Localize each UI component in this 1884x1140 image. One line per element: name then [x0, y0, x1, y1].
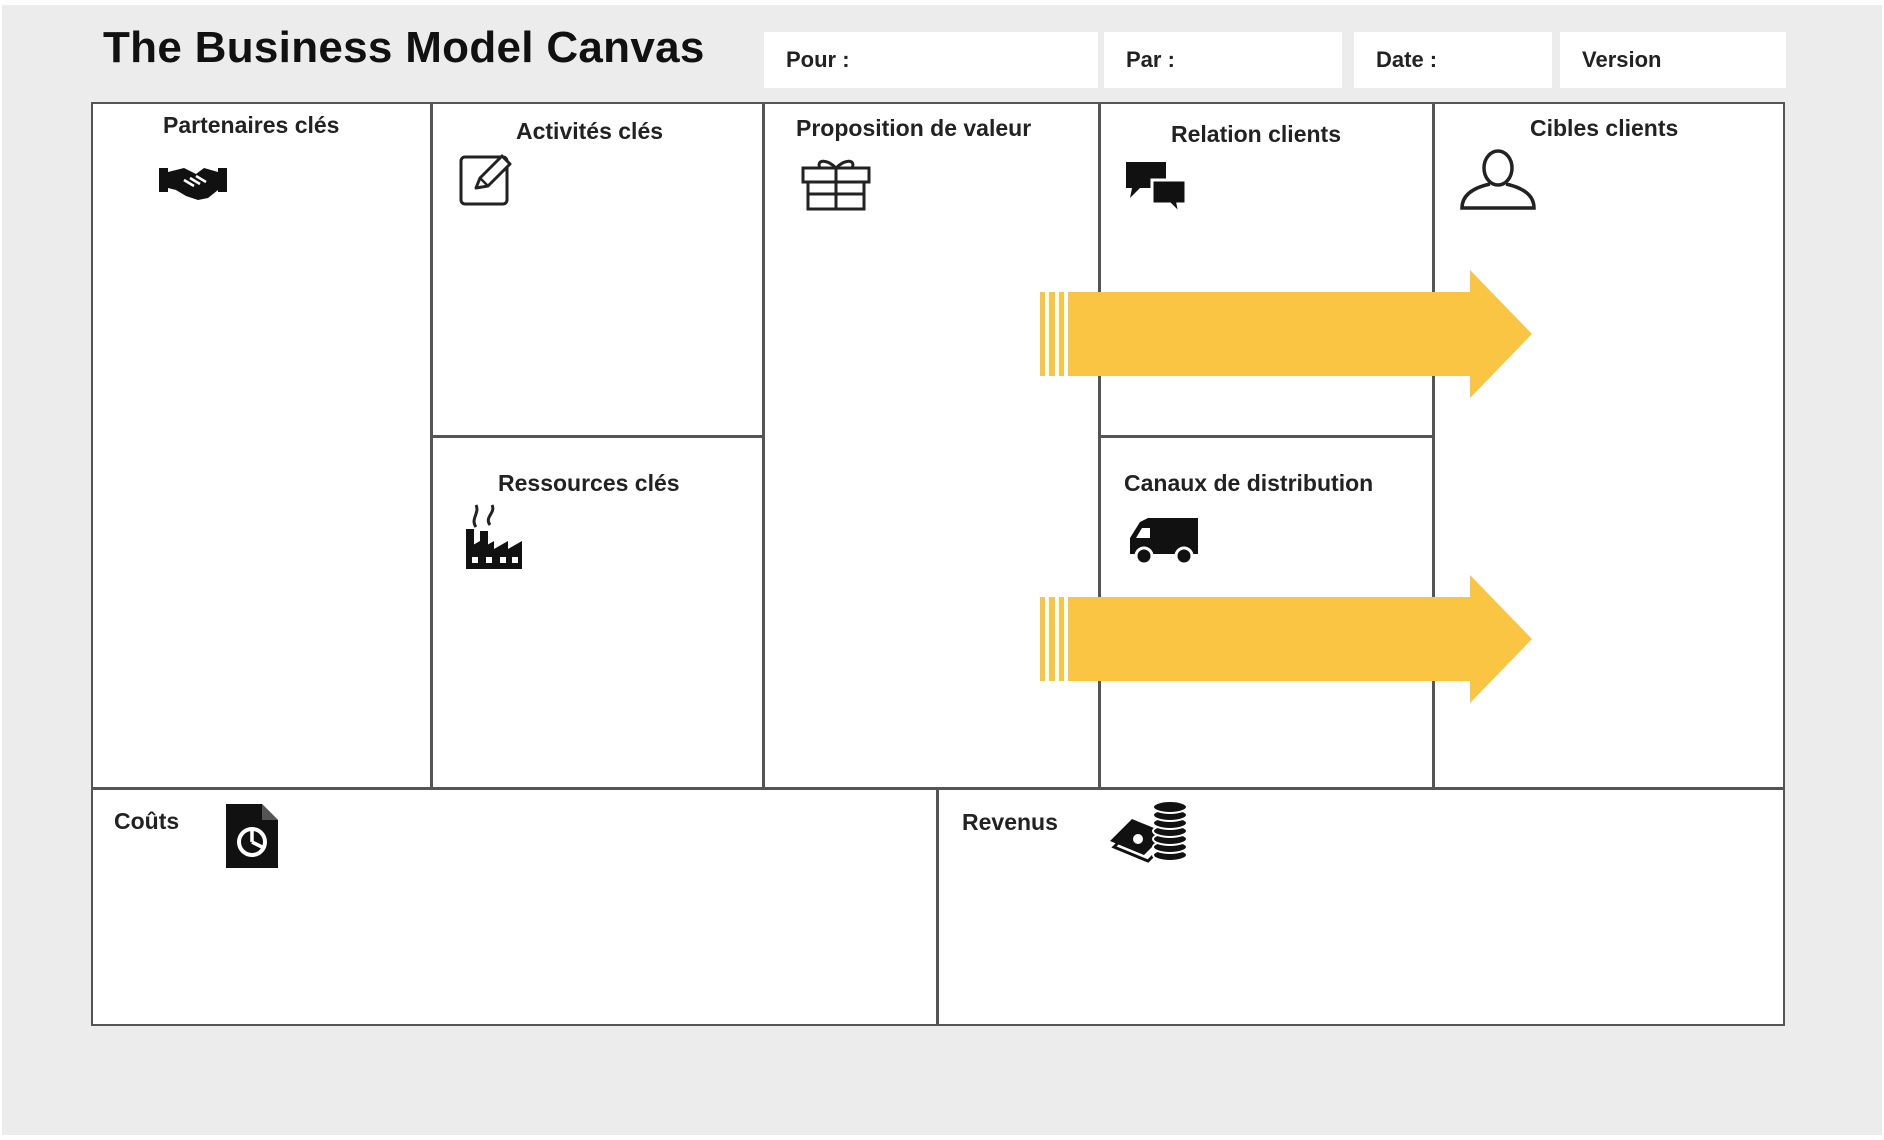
factory-icon: [462, 503, 526, 569]
pencil-note-icon: [458, 150, 516, 208]
canaux-label: Canaux de distribution: [1124, 470, 1374, 496]
divider-relation-cibles: [1432, 103, 1435, 789]
activites-label: Activités clés: [516, 118, 664, 144]
handshake-icon: [158, 160, 228, 204]
delivery-truck-icon: [1126, 516, 1200, 566]
par-field[interactable]: Par :: [1104, 32, 1342, 88]
divider-relation-canaux: [1099, 435, 1434, 438]
speech-bubbles-icon: [1122, 158, 1190, 218]
divider-couts-revenus: [936, 788, 939, 1024]
divider-partenaires-activites: [430, 103, 433, 789]
pour-field[interactable]: Pour :: [764, 32, 1098, 88]
revenus-label: Revenus: [962, 809, 1058, 835]
divider-activites-ressources: [431, 435, 764, 438]
value-arrow-bottom: [1040, 575, 1532, 703]
pie-chart-document-icon: [224, 802, 280, 870]
cibles-label: Cibles clients: [1530, 115, 1679, 141]
page-title: The Business Model Canvas: [103, 23, 705, 72]
version-field[interactable]: Version: [1560, 32, 1786, 88]
relation-label: Relation clients: [1171, 121, 1341, 147]
divider-proposition-relation: [1098, 103, 1101, 789]
date-field[interactable]: Date :: [1354, 32, 1552, 88]
person-outline-icon: [1458, 148, 1538, 212]
value-arrow-top: [1040, 270, 1532, 398]
ressources-label: Ressources clés: [498, 470, 680, 496]
divider-activites-proposition: [762, 103, 765, 789]
partenaires-label: Partenaires clés: [163, 112, 340, 138]
proposition-label: Proposition de valeur: [796, 115, 1032, 141]
gift-icon: [800, 156, 872, 212]
couts-label: Coûts: [114, 808, 180, 834]
money-coins-icon: [1108, 797, 1190, 865]
